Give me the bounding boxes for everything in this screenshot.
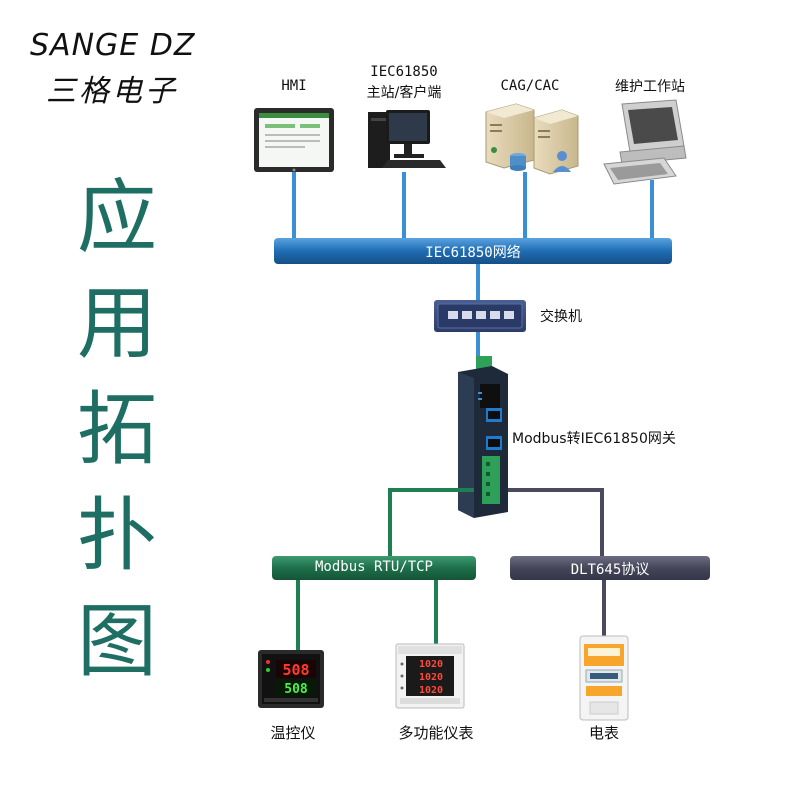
title-char-2: 用 [77,277,157,370]
meter-display-2: 1020 [419,672,443,683]
title-char-3: 拓 [77,383,157,476]
upper-links [292,172,654,240]
title-char-1: 应 [77,171,157,264]
link-gateway-dlt [508,488,604,558]
master-label-line2: 主站/客户端 [366,85,442,101]
brand-name-cn: 三格电子 [46,74,178,109]
maintenance-workstation-graphic [603,99,687,185]
link-gateway-modbus [388,488,474,558]
title-char-4: 扑 [77,489,157,582]
dlt645-bus-label: DLT645协议 [570,562,650,578]
iec61850-network-bar [274,238,672,264]
hmi-panel-graphic [254,108,334,172]
meter-display-3: 1020 [419,685,443,696]
meter-display-1: 1020 [419,659,443,670]
master-label-line1: IEC61850 [370,64,438,80]
hmi-label: HMI [281,78,307,94]
thermo-label: 温控仪 [270,724,316,742]
maint-label: 维护工作站 [615,79,685,95]
network-bar-label: IEC61850网络 [425,245,521,261]
master-station-graphic [368,110,446,168]
temperature-controller-graphic [258,650,324,708]
title-char-5: 图 [77,595,157,688]
modbus-bus-label: Modbus RTU/TCP [314,559,433,575]
switch-graphic [434,300,526,332]
multifunction-meter-graphic [395,643,465,709]
cag-label: CAG/CAC [500,78,560,94]
energy-meter-graphic [579,635,629,721]
gateway-graphic [458,356,508,518]
thermo-top-display: 508 [282,661,309,679]
dlt645-bus-bar [510,556,710,580]
energy-meter-label: 电表 [588,724,619,742]
meter-label: 多功能仪表 [398,724,474,742]
gateway-label: Modbus转IEC61850网关 [512,431,676,447]
brand-name-en: SANGE DZ [30,28,196,63]
cag-servers-graphic [485,103,579,175]
thermo-bottom-display: 508 [284,682,308,697]
modbus-bus-bar [272,556,476,580]
switch-label: 交换机 [540,309,582,325]
